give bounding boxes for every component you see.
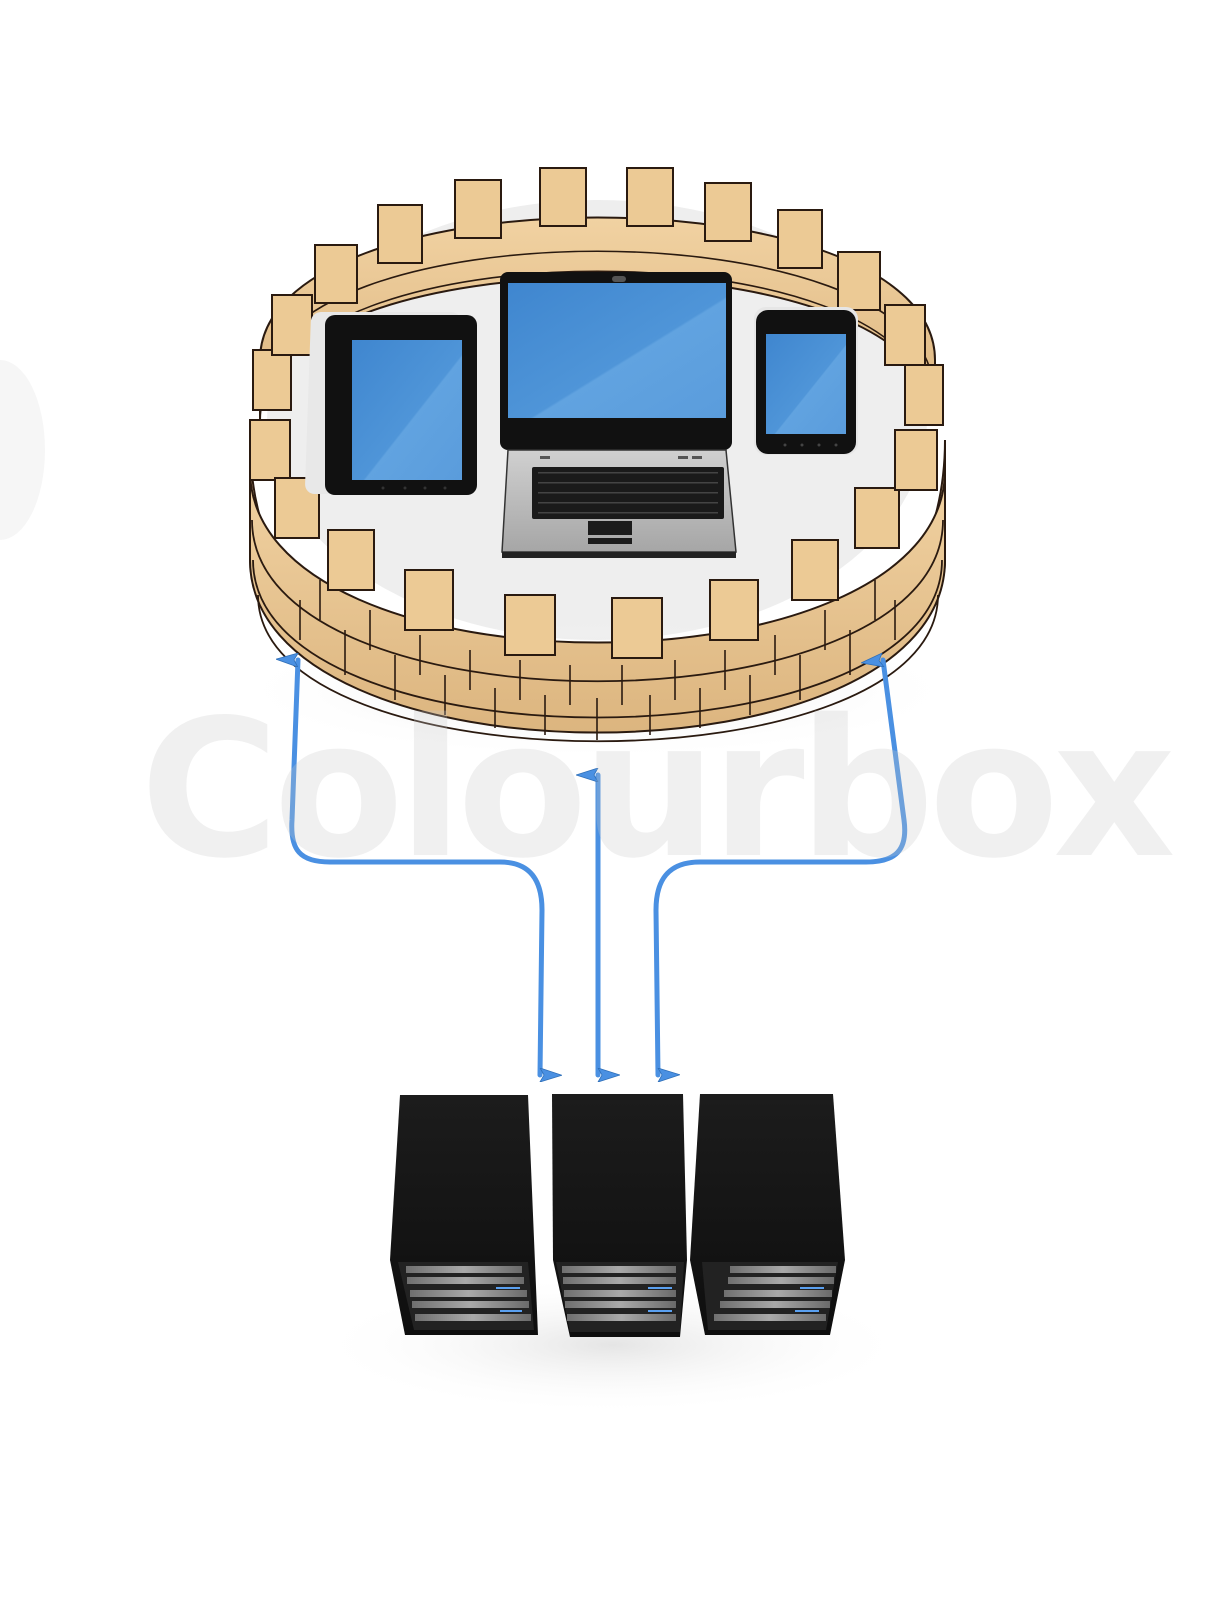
front-merlons (249, 419, 938, 659)
smartphone-device (754, 307, 858, 455)
arrow-left-bidirectional[interactable] (292, 660, 542, 1075)
tablet-buttons (381, 486, 447, 490)
server-2-drives (562, 1266, 676, 1321)
tablet-screen (352, 340, 462, 480)
keyboard-keys (538, 472, 718, 514)
laptop-touchpad (588, 521, 632, 535)
server-3-drives (714, 1266, 836, 1321)
laptop-screen (508, 283, 726, 418)
arrow-right-bidirectional[interactable] (653, 660, 908, 1075)
laptop-device (500, 272, 737, 558)
server-rack-2 (552, 1094, 687, 1337)
connection-arrows (292, 660, 908, 1075)
server-1-drives (406, 1266, 531, 1321)
server-rack-1 (390, 1095, 538, 1335)
tablet-device (305, 312, 477, 495)
server-rack-3 (690, 1094, 845, 1335)
back-merlons (252, 167, 944, 426)
edge-shadow (0, 360, 45, 540)
webcam-icon (612, 276, 626, 282)
phone-buttons (783, 443, 838, 447)
phone-screen (766, 334, 846, 434)
